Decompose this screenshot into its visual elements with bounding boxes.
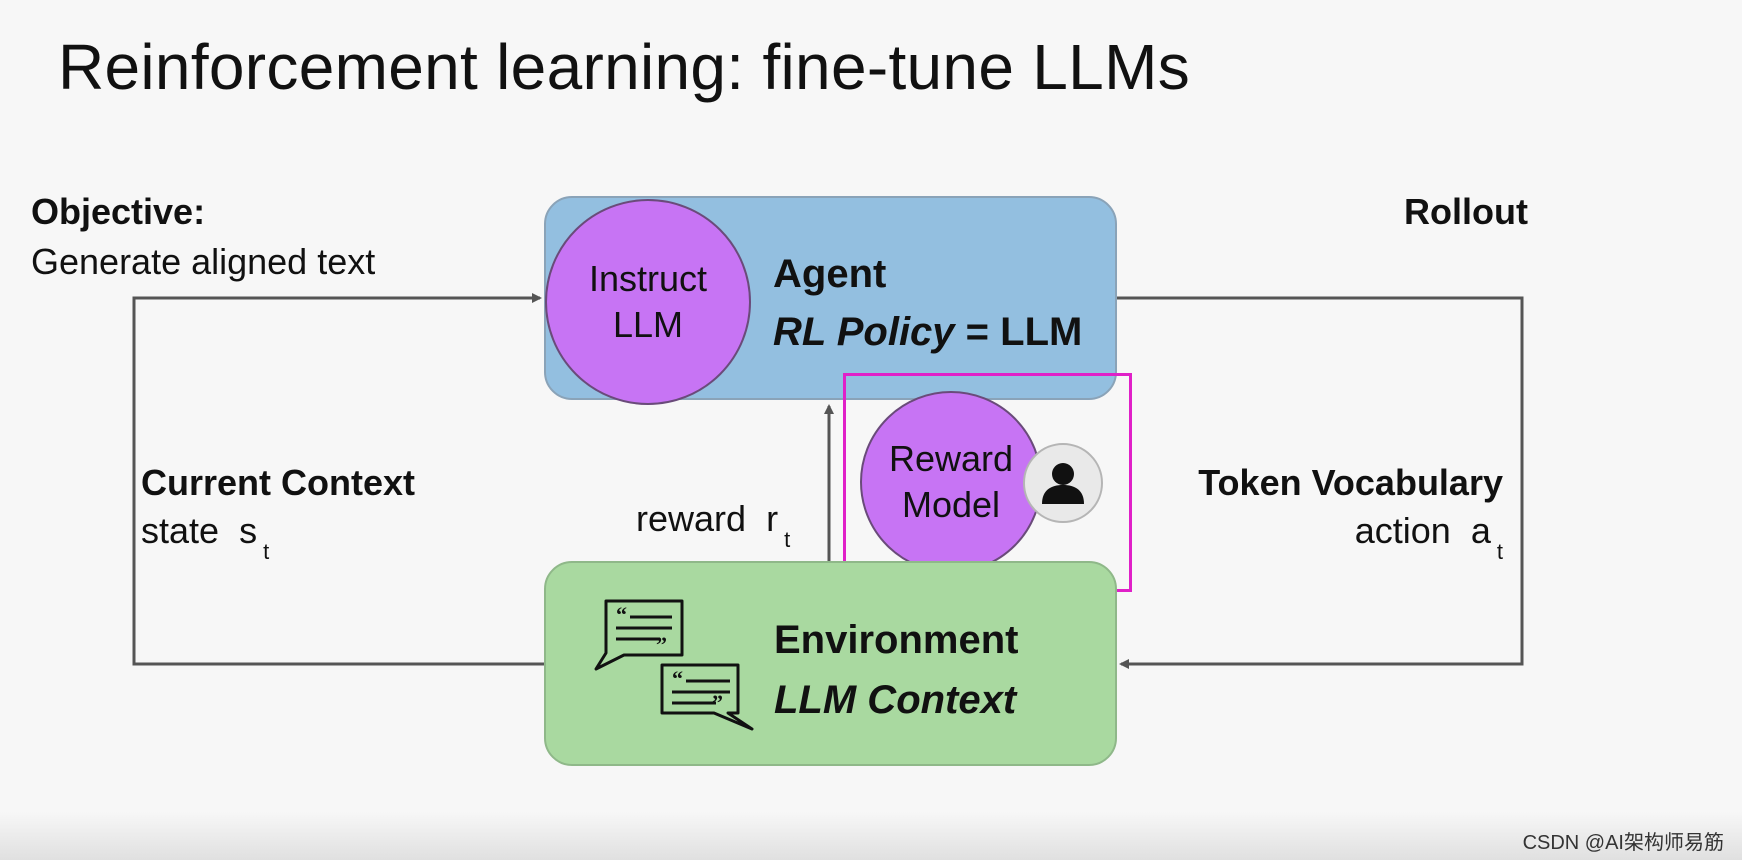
instruct-llm-circle: Instruct LLM	[545, 199, 751, 405]
current-context-label: Current Context state st	[141, 461, 416, 564]
svg-text:“: “	[672, 666, 683, 691]
objective-label: Objective: Generate aligned text	[31, 190, 375, 284]
reward-label: reward rt	[636, 497, 790, 552]
action-sub: t	[1496, 539, 1503, 564]
instruct-llm-line1: Instruct	[588, 258, 708, 299]
svg-text:”: ”	[712, 690, 723, 715]
environment-label: Environment LLM Context	[774, 610, 1018, 730]
state-sub: t	[263, 539, 270, 564]
person-icon-glyph	[1042, 463, 1084, 504]
agent-label: Agent RL Policy = LLM	[773, 245, 1082, 361]
agent-heading: Agent	[773, 252, 887, 296]
token-vocabulary-heading: Token Vocabulary	[1198, 462, 1503, 503]
reward-sub: t	[784, 527, 791, 552]
agent-policy-italic: RL Policy	[773, 310, 955, 354]
current-context-heading: Current Context	[141, 462, 416, 503]
environment-heading: Environment	[774, 618, 1019, 662]
environment-box	[544, 561, 1117, 766]
objective-text: Generate aligned text	[31, 241, 376, 282]
chat-bubble-icon: “ ” “ ”	[594, 599, 754, 731]
svg-text:“: “	[616, 602, 627, 627]
instruct-llm-line2: LLM	[612, 304, 683, 345]
token-vocabulary-action: action at	[1191, 509, 1503, 564]
state-symbol: s	[239, 510, 258, 551]
reward-text: reward	[636, 498, 747, 539]
page-title: Reinforcement learning: fine-tune LLMs	[58, 31, 1190, 103]
reward-model-circle: Reward Model	[860, 391, 1042, 573]
agent-policy: RL Policy = LLM	[773, 303, 1082, 361]
watermark: CSDN @AI架构师易筋	[1522, 832, 1724, 854]
reward-symbol: r	[766, 498, 779, 539]
token-vocabulary-label: Token Vocabulary action at	[1191, 461, 1503, 564]
person-icon	[1023, 443, 1103, 523]
action-arrow	[1117, 296, 1524, 669]
environment-subheading: LLM Context	[774, 670, 1018, 730]
rollout-label: Rollout	[1404, 191, 1528, 232]
current-context-state: state st	[141, 509, 415, 564]
agent-policy-rest: = LLM	[954, 310, 1083, 354]
environment-subheading-text: LLM Context	[774, 678, 1017, 722]
action-symbol: a	[1470, 510, 1491, 551]
objective-heading: Objective:	[31, 191, 206, 232]
svg-text:”: ”	[656, 632, 667, 657]
state-arrow	[132, 293, 544, 666]
action-text: action	[1354, 510, 1451, 551]
state-text: state	[141, 510, 220, 551]
reward-model-line2: Model	[901, 484, 1001, 525]
bottom-bar	[0, 812, 1742, 860]
reward-model-line1: Reward	[888, 438, 1014, 479]
